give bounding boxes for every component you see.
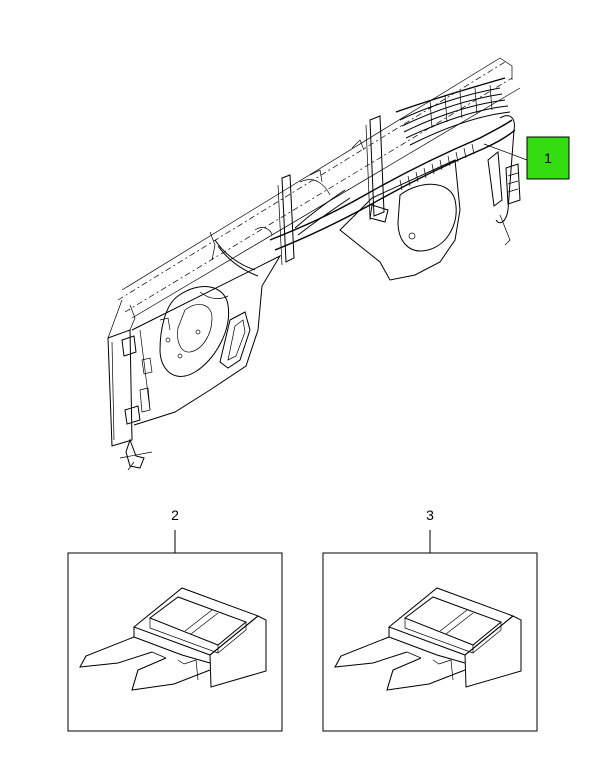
dash-panel-harness-drawing [107,57,521,471]
mini-blade-fuse-drawing [79,587,267,691]
mini-blade-fuse-drawing [334,587,522,691]
callout-1-label: 1 [544,150,552,166]
callout-1-leader [483,143,528,161]
callout-2[interactable]: 2 [67,507,283,732]
callout-3[interactable]: 3 [322,507,538,732]
callout-3-frame [322,552,538,732]
callout-2-frame [67,552,283,732]
callout-3-label: 3 [426,507,434,523]
callout-2-label: 2 [171,507,179,523]
callout-1-box [526,136,570,180]
callout-1[interactable]: 1 [483,136,570,180]
